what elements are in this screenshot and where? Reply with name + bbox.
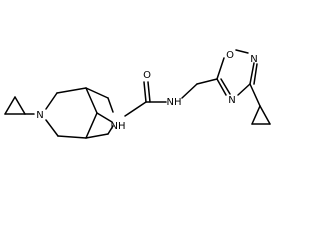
atom-label-n-ring-bottom: N — [228, 95, 235, 106]
cyclopropyl-right — [249, 83, 271, 125]
atom-label-o-carbonyl: O — [143, 70, 151, 81]
oxadiazole-ring — [216, 49, 258, 96]
urea-linker — [124, 81, 167, 117]
azabicyclic-cage — [45, 87, 114, 139]
atom-label-nh-right: NH — [167, 97, 182, 108]
atom-label-o-ring: O — [226, 50, 234, 61]
atom-label-nh-left: NH — [111, 121, 126, 132]
molecule-diagram: N NH O NH O N N — [4, 49, 271, 139]
atom-label-n-bicyclic: N — [36, 110, 43, 121]
atom-label-n-ring-top: N — [250, 54, 257, 65]
methylene-linker — [181, 78, 218, 99]
cyclopropyl-left — [4, 96, 35, 115]
